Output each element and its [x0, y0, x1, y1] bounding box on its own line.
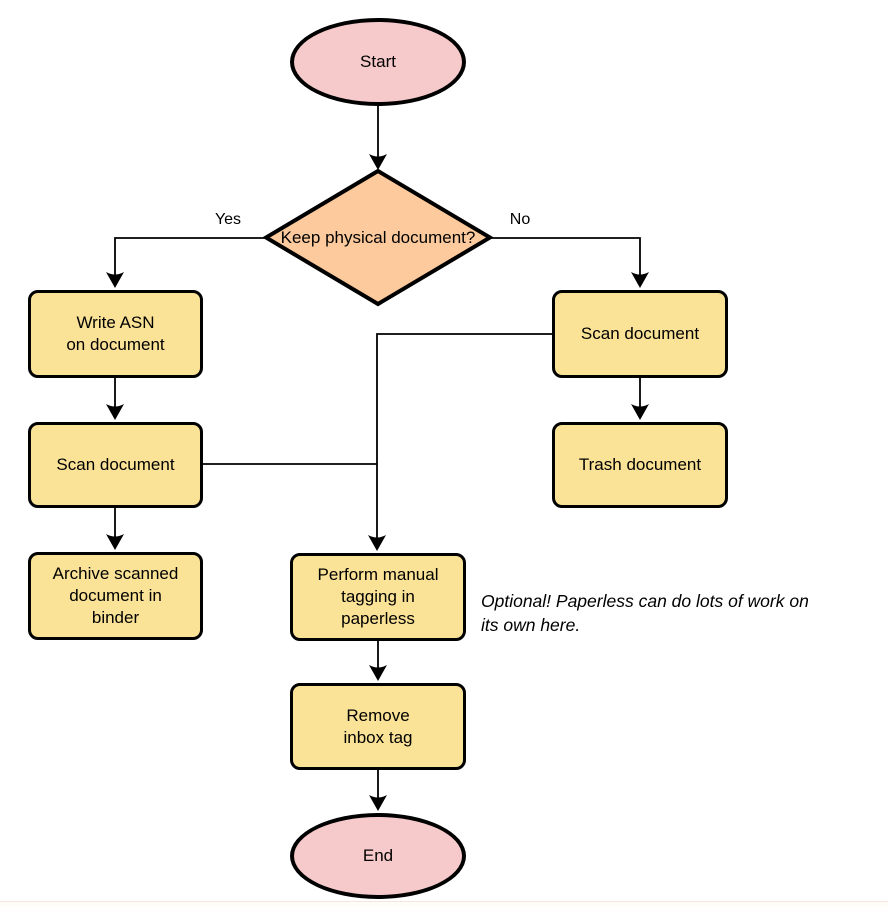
node-archive-binder-label: Archive scanned document in binder: [53, 563, 179, 629]
annotation-line: Optional! Paperless can do lots of work …: [481, 591, 809, 611]
annotation-line: its own here.: [481, 615, 581, 635]
node-label-line: document in: [69, 586, 162, 605]
connector-scanright-to-tagging: [376, 333, 552, 543]
decision-label-line: Keep physical: [280, 227, 387, 247]
node-start: Start: [290, 18, 466, 106]
node-label-line: Write ASN: [76, 313, 155, 332]
node-label-line: Trash document: [578, 455, 702, 474]
node-trash-document: Trash document: [552, 422, 728, 508]
node-label-line: Remove: [346, 705, 410, 725]
arrowhead-writeasn-to-scanleft: [106, 404, 124, 420]
node-scan-document-left: Scan document: [28, 422, 203, 508]
decision-diamond-polygon: [263, 168, 493, 307]
node-manual-tagging: Perform manual tagging in paperless: [290, 553, 466, 641]
node-start-label: Start: [360, 51, 396, 73]
arrowhead-remove-to-end: [369, 795, 387, 811]
arrowhead-scanleft-to-archive: [106, 534, 124, 550]
node-scan-document-left-label: Scan document: [56, 454, 174, 476]
node-start-label-line: Start: [360, 52, 396, 71]
connector-decision-no: [490, 237, 641, 280]
node-end-label: End: [363, 845, 393, 867]
edge-label-no: No: [509, 211, 531, 228]
node-write-asn: Write ASN on document: [28, 290, 203, 378]
node-remove-inbox-tag-label: Remove inbox tag: [344, 705, 413, 749]
node-scan-document-right: Scan document: [552, 290, 728, 378]
node-label-line: paperless: [341, 609, 415, 628]
node-end-label-line: End: [362, 846, 394, 865]
decision-label-line: document?: [391, 227, 476, 247]
node-remove-inbox-tag: Remove inbox tag: [290, 683, 466, 770]
node-write-asn-label: Write ASN on document: [66, 312, 164, 356]
page-bottom-edge: [0, 901, 888, 907]
node-end: End: [290, 813, 466, 899]
node-label-line: binder: [91, 608, 140, 627]
node-scan-document-right-label: Scan document: [581, 323, 699, 345]
arrowhead-scanright-to-trash: [631, 404, 649, 420]
edge-label-yes: Yes: [214, 211, 242, 228]
node-keep-physical-document: Keep physical document?: [263, 168, 493, 307]
node-trash-document-label: Trash document: [579, 454, 701, 476]
arrowhead-tagging-to-remove: [369, 665, 387, 681]
decision-diamond-shape: [263, 168, 493, 307]
node-label-line: inbox tag: [343, 727, 413, 747]
arrowhead-decision-yes: [106, 272, 124, 288]
node-label-line: tagging in: [341, 587, 415, 606]
node-manual-tagging-label: Perform manual tagging in paperless: [318, 564, 439, 630]
node-label-line: Scan document: [56, 455, 175, 474]
node-archive-binder: Archive scanned document in binder: [28, 552, 203, 640]
arrowhead-scanright-to-tagging: [368, 535, 386, 551]
node-label-line: Perform manual: [317, 565, 439, 584]
node-label-line: Scan document: [580, 324, 700, 343]
connector-decision-yes: [114, 237, 266, 280]
node-label-line: Archive scanned: [52, 564, 179, 583]
annotation-optional-note: Optional! Paperless can do lots of work …: [481, 589, 809, 637]
node-keep-physical-label: Keep physical document?: [263, 168, 493, 307]
node-label-line: on document: [66, 335, 165, 354]
arrowhead-start-to-decision: [369, 154, 387, 170]
arrowhead-decision-no: [631, 272, 649, 288]
